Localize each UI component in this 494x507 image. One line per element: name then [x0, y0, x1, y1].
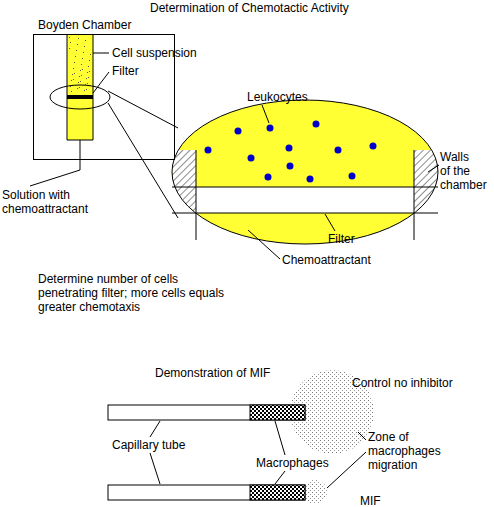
speckle	[69, 37, 70, 38]
section-heading: Demonstration of MIF	[155, 366, 270, 380]
speckle	[80, 70, 81, 71]
speckle	[75, 56, 76, 57]
boyden-tube	[50, 34, 110, 140]
speckle	[84, 90, 85, 91]
part-label: Chemoattractant	[282, 253, 371, 267]
speckle	[81, 75, 82, 76]
speckle	[90, 54, 91, 55]
part-label: Leukocytes	[247, 90, 308, 104]
speckle	[69, 48, 70, 49]
speckle	[78, 82, 79, 83]
speckle	[89, 71, 90, 72]
part-label: Solution with chemoattractant	[2, 188, 127, 216]
speckle	[79, 76, 80, 77]
speckle	[74, 62, 75, 63]
speckle	[73, 79, 74, 80]
speckle	[79, 87, 80, 88]
part-label: Filter	[328, 232, 355, 246]
speckle	[89, 60, 90, 61]
speckle	[83, 52, 84, 53]
speckle	[73, 68, 74, 69]
speckle	[74, 73, 75, 74]
part-label: Walls of the chamber	[440, 150, 480, 192]
leader-lines	[248, 105, 439, 259]
speckle	[82, 69, 83, 70]
speckle	[70, 42, 71, 43]
speckle	[86, 89, 87, 90]
speckle	[70, 86, 71, 87]
speckle	[84, 46, 85, 47]
speckle	[71, 80, 72, 81]
speckle	[81, 64, 82, 65]
part-label: Zone of macrophages migration	[368, 430, 450, 472]
leader-lines	[150, 421, 366, 488]
speckle	[77, 88, 78, 89]
speckle	[87, 83, 88, 84]
speckle	[71, 91, 72, 92]
speckle	[77, 44, 78, 45]
speckle	[80, 81, 81, 82]
part-label: Capillary tube	[112, 438, 185, 452]
title: Determination of Chemotactic Activity	[150, 1, 349, 15]
speckle	[82, 58, 83, 59]
part-label: Control no inhibitor	[352, 376, 453, 390]
chamber-heading: Boyden Chamber	[38, 18, 131, 32]
speckle	[86, 78, 87, 79]
speckle	[87, 72, 88, 73]
part-label: Filter	[112, 64, 139, 78]
speckle	[85, 40, 86, 41]
part-label: Macrophages	[256, 456, 329, 470]
part-label: MIF	[360, 494, 381, 507]
speckle	[76, 50, 77, 51]
capillary-tubes	[108, 370, 374, 504]
speckle	[78, 38, 79, 39]
speckle	[88, 66, 89, 67]
speckle	[72, 74, 73, 75]
magnified-chamber	[172, 100, 438, 245]
part-label: Cell suspension	[112, 46, 197, 60]
note: Determine number of cells penetrating fi…	[38, 272, 238, 314]
speckle	[88, 77, 89, 78]
